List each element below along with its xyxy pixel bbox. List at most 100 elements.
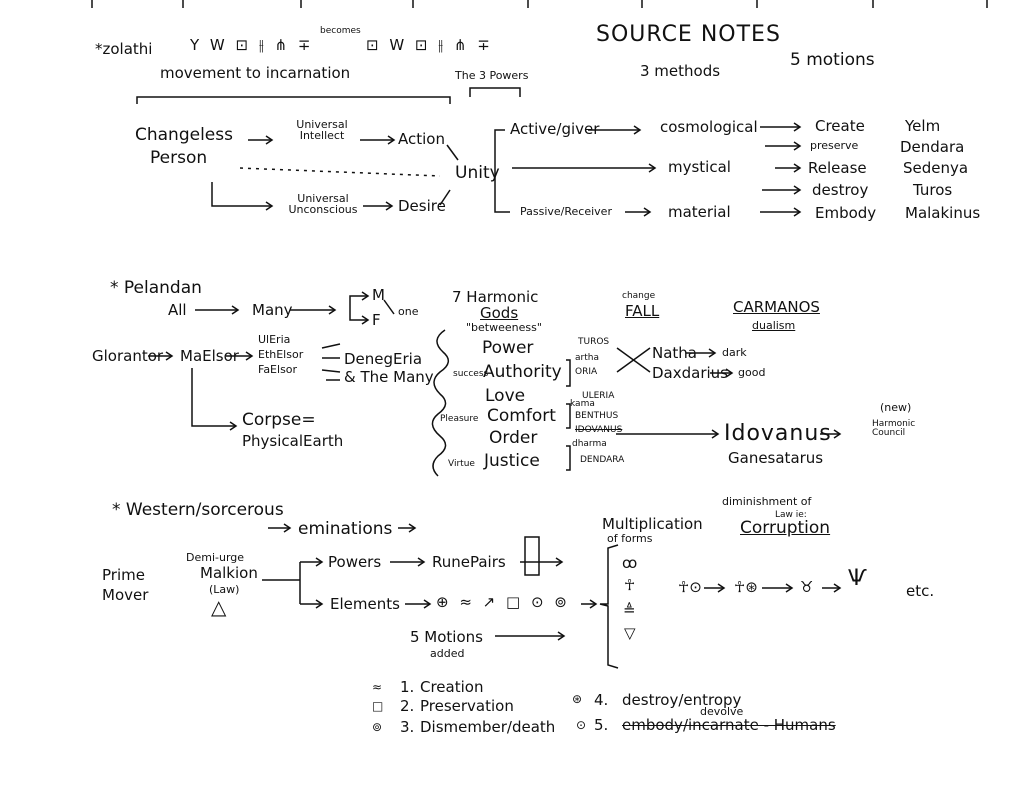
motion-release: Release — [808, 159, 867, 177]
turos-small: TUROS — [578, 337, 610, 347]
pelandan-label: * Pelandan — [110, 278, 202, 298]
physical-earth-label: PhysicalEarth — [242, 432, 344, 450]
man-rune-icon: ☥ — [624, 576, 636, 594]
law-ie-label: Law ie: — [775, 510, 807, 520]
beast-rune-icon: ♉ — [800, 578, 814, 596]
ethelsor-label: EthElsor — [258, 348, 304, 361]
dark-label: dark — [722, 346, 747, 359]
law-label: (Law) — [209, 583, 240, 596]
virtue-label: Virtue — [448, 459, 475, 469]
becomes-label: becomes — [320, 26, 361, 36]
motions-label: 5 motions — [790, 50, 875, 70]
powers-label: The 3 Powers — [455, 69, 529, 82]
god-dendara: Dendara — [900, 138, 965, 156]
runes-before: Y W ⊡ ⫲ ⋔ ∓ — [190, 36, 314, 54]
chaos-rune-icon: Ѱ — [848, 566, 867, 591]
entropy-icon: ⊛ — [572, 692, 583, 706]
motion-5-number: 5. — [594, 716, 609, 734]
motion-destroy: destroy — [812, 181, 869, 199]
god-turos: Turos — [913, 181, 953, 199]
motion-2-text: Preservation — [420, 697, 514, 715]
prime-label: Prime — [102, 566, 145, 584]
active-label: Active/giver — [510, 120, 600, 138]
justice-label: Justice — [484, 451, 540, 471]
death-icon: ⊚ — [372, 720, 383, 734]
faelsor-label: FaElsor — [258, 363, 298, 376]
m-label: M — [372, 286, 385, 304]
demi-urge-label: Demi-urge — [186, 551, 245, 564]
harmonic-label: 7 Harmonic — [452, 288, 539, 306]
good-label: good — [738, 366, 766, 379]
person-label: Person — [150, 148, 208, 168]
methods-label: 3 methods — [640, 62, 721, 80]
many-label: Many — [252, 301, 293, 319]
ulerria-small: ULERIA — [582, 391, 615, 401]
universal-intellect-label: Universal Intellect — [296, 118, 348, 142]
universal-unconscious-label: Universal Unconscious — [288, 192, 358, 216]
dualism-label: dualism — [752, 319, 796, 332]
rune-form-icon: ꝏ — [622, 554, 638, 572]
down-triangle-icon: ▽ — [624, 624, 636, 642]
artha-label: artha — [575, 353, 599, 363]
creation-icon: ≈ — [372, 680, 383, 694]
motion-1-text: Creation — [420, 678, 484, 696]
unity-label: Unity — [455, 163, 500, 183]
eminations-label: eminations — [298, 519, 393, 539]
new-label: (new) — [880, 401, 912, 414]
natha-label: Natha — [652, 344, 697, 362]
changeless-label: Changeless — [135, 125, 233, 145]
triangle-icon: △ — [211, 595, 227, 619]
one-label: one — [398, 305, 419, 318]
material-label: material — [668, 203, 731, 221]
elements-label: Elements — [330, 595, 400, 613]
all-label: All — [168, 301, 187, 319]
motion-1-number: 1. — [400, 678, 415, 696]
fall-label: FALL — [625, 302, 660, 320]
motion-create: Create — [815, 117, 865, 135]
runes-after: ⊡ W ⊡ ⫲ ⋔ ∓ — [366, 36, 493, 54]
devolve-label: devolve — [700, 705, 744, 718]
motion-3-number: 3. — [400, 718, 415, 736]
corpse-label: Corpse= — [242, 410, 316, 430]
change-label: change — [622, 291, 656, 301]
carmanos-label: CARMANOS — [733, 298, 820, 316]
motion-3-text: Dismember/death — [420, 718, 556, 736]
idovanus-small: IDOVANUS — [575, 425, 623, 435]
the-many-label: & The Many — [344, 368, 434, 386]
f-label: F — [372, 311, 381, 329]
idovanus-label: Idovanus — [724, 421, 832, 446]
malkion-label: Malkion — [200, 564, 258, 582]
oria-label: ORIA — [575, 367, 598, 377]
comfort-label: Comfort — [487, 406, 556, 426]
of-forms-label: of forms — [607, 532, 653, 545]
page-title: SOURCE NOTES — [596, 22, 781, 47]
motion-2-number: 2. — [400, 697, 415, 715]
passive-label: Passive/Receiver — [520, 205, 612, 218]
god-yelm: Yelm — [905, 117, 941, 135]
ganesatarus-label: Ganesatarus — [728, 449, 824, 467]
pleasure-label: Pleasure — [440, 414, 479, 424]
man-element-icon: ☥⊙ — [678, 578, 702, 596]
corruption-label: Corruption — [740, 518, 831, 538]
movement-label: movement to incarnation — [160, 64, 351, 82]
mystical-label: mystical — [668, 158, 731, 176]
betweenness-label: "betweeness" — [466, 321, 542, 334]
gods-label: Gods — [480, 304, 519, 322]
added-label: added — [430, 647, 465, 660]
motion-preserve: preserve — [810, 139, 859, 152]
preservation-icon: □ — [372, 699, 384, 713]
power-label: Power — [482, 338, 534, 358]
motion-4-text: destroy/entropy — [622, 691, 742, 709]
dharma-label: dharma — [572, 439, 607, 449]
motion-4-number: 4. — [594, 691, 609, 709]
glorantor-label: Glorantor — [92, 347, 164, 365]
multiplication-label: Multiplication — [602, 515, 703, 533]
success-label: success — [453, 369, 489, 379]
ulerria-label: UlEria — [258, 333, 291, 346]
love-label: Love — [485, 386, 526, 406]
god-malakinus: Malakinus — [905, 204, 981, 222]
kama-label: kama — [570, 399, 595, 409]
motion-5-text: embody/incarnate - Humans — [622, 716, 836, 734]
denegeria-label: DenegEria — [344, 350, 423, 368]
